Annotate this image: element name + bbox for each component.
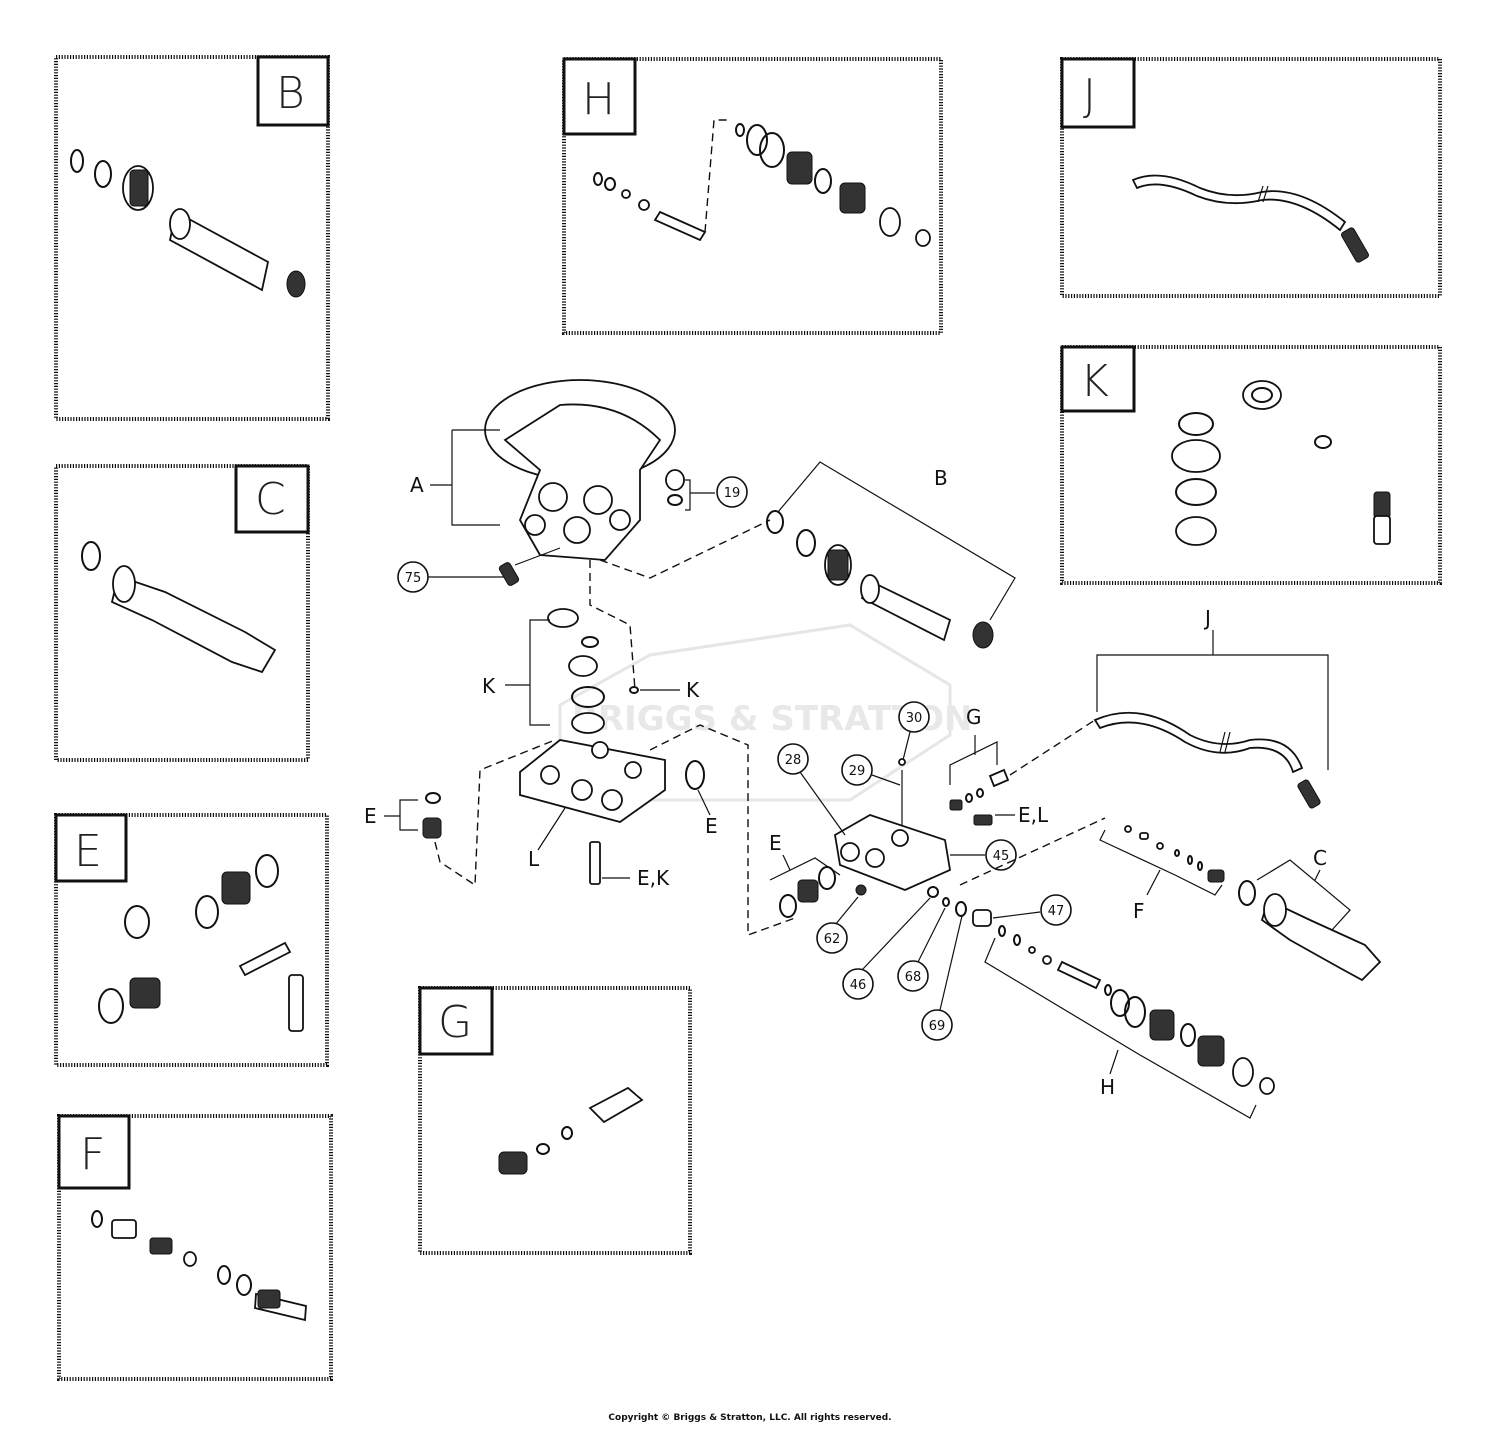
callout-69[interactable]: 69 bbox=[921, 1009, 953, 1041]
detail-box-f[interactable]: F bbox=[57, 1114, 333, 1381]
callout-45-text: 45 bbox=[993, 849, 1010, 864]
detail-box-b-letter: B bbox=[276, 68, 305, 119]
detail-box-e[interactable]: E bbox=[54, 813, 329, 1067]
callout-47[interactable]: 47 bbox=[1040, 894, 1072, 926]
callout-62-text: 62 bbox=[824, 932, 841, 947]
manifold-l[interactable] bbox=[519, 739, 666, 823]
detail-box-j[interactable]: J bbox=[1060, 57, 1442, 298]
label-e-k: E,K bbox=[637, 866, 670, 890]
callout-29-text: 29 bbox=[849, 764, 866, 779]
callout-30-text: 30 bbox=[906, 711, 923, 726]
detail-box-k-letter: K bbox=[1080, 356, 1109, 407]
callout-68-text: 68 bbox=[905, 970, 922, 985]
label-c: C bbox=[1313, 846, 1327, 870]
callout-46[interactable]: 46 bbox=[842, 968, 874, 1000]
callout-47-text: 47 bbox=[1048, 904, 1065, 919]
label-k-right: K bbox=[686, 678, 700, 702]
pump-housing-a[interactable] bbox=[484, 379, 676, 561]
label-a: A bbox=[410, 473, 424, 497]
callout-68[interactable]: 68 bbox=[897, 960, 929, 992]
detail-box-j-letter: J bbox=[1083, 70, 1096, 121]
detail-box-c-letter: C bbox=[255, 474, 286, 525]
label-e-mid: E bbox=[705, 814, 718, 838]
main-assembly: A 19 75 B K bbox=[364, 379, 1382, 1119]
copyright-notice: Copyright © Briggs & Stratton, LLC. All … bbox=[608, 1413, 892, 1423]
label-e-right: E bbox=[769, 831, 782, 855]
label-g: G bbox=[966, 705, 982, 729]
callout-19-text: 19 bbox=[724, 486, 741, 501]
detail-box-e-letter: E bbox=[74, 826, 102, 877]
callout-62[interactable]: 62 bbox=[816, 922, 848, 954]
label-f: F bbox=[1133, 899, 1145, 923]
callout-28-text: 28 bbox=[785, 753, 802, 768]
label-j: J bbox=[1203, 606, 1211, 630]
callout-69-text: 69 bbox=[929, 1019, 946, 1034]
detail-box-h[interactable]: H bbox=[562, 57, 943, 335]
detail-box-g[interactable]: G bbox=[418, 986, 692, 1255]
label-k-left: K bbox=[482, 674, 496, 698]
label-e-l: E,L bbox=[1018, 803, 1049, 827]
detail-box-g-letter: G bbox=[438, 997, 472, 1048]
label-l: L bbox=[528, 847, 540, 871]
label-e-left: E bbox=[364, 804, 377, 828]
callout-75[interactable]: 75 bbox=[397, 561, 429, 593]
label-b: B bbox=[934, 466, 948, 490]
callout-29[interactable]: 29 bbox=[841, 754, 873, 786]
detail-box-h-letter: H bbox=[582, 74, 615, 125]
detail-box-c[interactable]: C bbox=[54, 464, 310, 762]
callout-19[interactable]: 19 bbox=[716, 476, 748, 508]
callout-46-text: 46 bbox=[850, 978, 867, 993]
detail-box-b[interactable]: B bbox=[54, 55, 330, 421]
callout-75-text: 75 bbox=[405, 571, 422, 586]
callout-28[interactable]: 28 bbox=[777, 743, 809, 775]
label-h: H bbox=[1100, 1075, 1115, 1099]
callout-30[interactable]: 30 bbox=[898, 701, 930, 733]
detail-box-k[interactable]: K bbox=[1060, 345, 1442, 585]
valve-body[interactable] bbox=[834, 814, 952, 891]
detail-box-f-letter: F bbox=[80, 1129, 105, 1180]
